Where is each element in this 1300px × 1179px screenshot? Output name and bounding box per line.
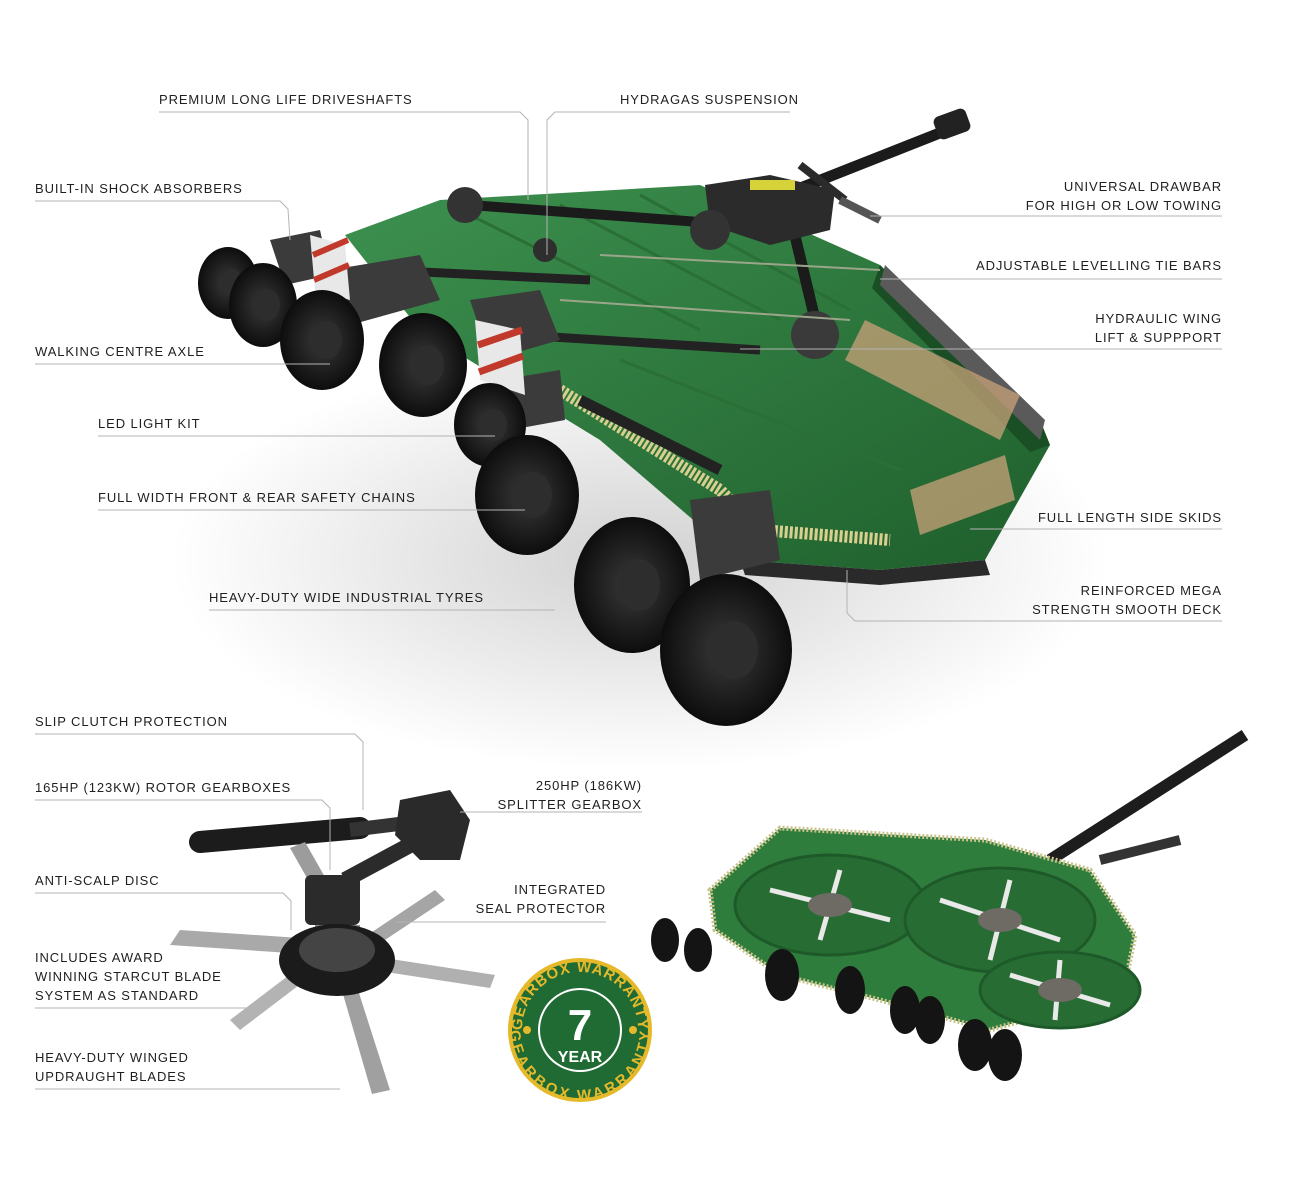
label-hydragas-suspension: HYDRAGAS SUSPENSION <box>620 92 799 107</box>
label-rotor-gearboxes: 165HP (123KW) ROTOR GEARBOXES <box>35 780 292 795</box>
badge-year: YEAR <box>558 1049 603 1066</box>
badge-number: 7 <box>568 1001 592 1050</box>
label-hydraulic-wing-lift: HYDRAULIC WING LIFT & SUPPPORT <box>1094 311 1222 345</box>
label-safety-chains: FULL WIDTH FRONT & REAR SAFETY CHAINS <box>98 490 416 505</box>
label-starcut-blades: INCLUDES AWARD WINNING STARCUT BLADE SYS… <box>35 950 222 1003</box>
label-walking-centre-axle: WALKING CENTRE AXLE <box>35 344 205 359</box>
wheels <box>198 247 792 726</box>
wheel-front-2 <box>574 517 690 653</box>
axle-frames <box>270 230 780 580</box>
wheel-rear-2 <box>229 263 297 347</box>
wheel-front-3 <box>660 574 792 726</box>
label-side-skids: FULL LENGTH SIDE SKIDS <box>1037 510 1222 525</box>
label-anti-scalp-disc: ANTI-SCALP DISC <box>35 873 160 888</box>
label-slip-clutch: SLIP CLUTCH PROTECTION <box>35 714 228 729</box>
label-led-light-kit: LED LIGHT KIT <box>98 416 201 431</box>
wheel-mid-1 <box>280 290 364 390</box>
label-seal-protector: INTEGRATED SEAL PROTECTOR <box>475 882 606 916</box>
driveshafts <box>447 108 971 359</box>
label-universal-drawbar: UNIVERSAL DRAWBAR FOR HIGH OR LOW TOWING <box>1025 179 1222 213</box>
deck-logo-decal <box>845 320 1020 535</box>
wheel-front-1 <box>475 435 579 555</box>
label-levelling-tie-bars: ADJUSTABLE LEVELLING TIE BARS <box>976 258 1222 273</box>
label-smooth-deck: REINFORCED MEGA STRENGTH SMOOTH DECK <box>1032 583 1222 617</box>
wheel-mid-2 <box>379 313 467 417</box>
label-splitter-gearbox: 250HP (186KW) SPLITTER GEARBOX <box>497 778 642 812</box>
label-updraught-blades: HEAVY-DUTY WINGED UPDRAUGHT BLADES <box>35 1050 189 1084</box>
label-industrial-tyres: HEAVY-DUTY WIDE INDUSTRIAL TYRES <box>209 590 484 605</box>
label-shock-absorbers: BUILT-IN SHOCK ABSORBERS <box>35 181 243 196</box>
label-premium-driveshafts: PREMIUM LONG LIFE DRIVESHAFTS <box>159 92 413 107</box>
mower-deck <box>345 185 1050 585</box>
